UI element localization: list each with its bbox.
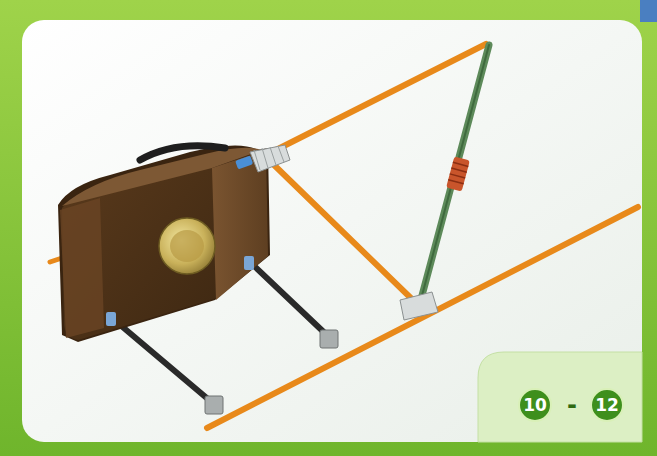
range-dash: - [554, 388, 590, 422]
black-rod [112, 318, 215, 405]
step-number: 12 [590, 388, 624, 422]
panel [22, 20, 642, 442]
gray-connector [320, 330, 338, 348]
badge-panel [478, 352, 642, 442]
orange-rod [272, 163, 418, 305]
handle [140, 146, 225, 160]
blue-connector [235, 156, 253, 170]
spring-symbol [446, 156, 470, 191]
step-number: 10 [518, 388, 552, 422]
connectors [106, 145, 438, 414]
gray-connector [205, 396, 223, 414]
number-circle [519, 389, 551, 421]
step-number-text: 10 [518, 388, 552, 422]
black-rod [250, 262, 330, 338]
green-rod [420, 45, 489, 303]
hub-connector [250, 145, 290, 172]
wooden-box [58, 145, 270, 342]
step-number-text: 12 [590, 388, 624, 422]
hub-connector [400, 292, 438, 320]
blue-clip [244, 256, 254, 270]
step-badge: -10 12 [478, 352, 642, 442]
number-circle [591, 389, 623, 421]
blue-clip [106, 312, 116, 326]
knob [159, 218, 215, 274]
orange-rod [262, 44, 486, 157]
orange-rod [207, 207, 638, 428]
corner-tab [640, 0, 657, 22]
green-rod-edge [420, 45, 489, 303]
